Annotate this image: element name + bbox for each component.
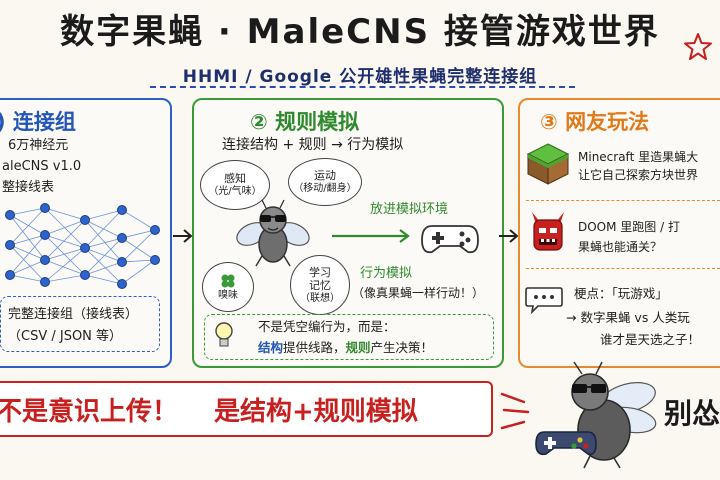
panel2-heading: ② 规则模拟 — [250, 110, 360, 134]
conclusion-part-1: 不是意识上传！ — [0, 397, 179, 427]
rule-note-line-2: 结构提供线路，规则产生决策！ — [258, 338, 433, 357]
minecraft-block-icon — [526, 143, 570, 185]
bubble-memory-line-2: 记忆 — [309, 278, 331, 292]
connectome-file-box — [0, 296, 160, 352]
bubble-sense: 感知 （光/气味） — [200, 160, 270, 210]
panel3-divider-2 — [526, 268, 720, 269]
behavior-title: 行为模拟 — [360, 266, 413, 281]
doom-line-1: DOOM 里跑图 / 打 — [578, 220, 680, 234]
gamepad-icon — [421, 225, 479, 254]
conclusion-part-2: 是结构+规则模拟 — [214, 397, 418, 427]
panel1-line-3: 整接线表 — [2, 180, 55, 195]
connectome-file-line-1: 完整连接组（接线表） — [8, 307, 139, 322]
meme-line-1: 梗点：「玩游戏」 — [574, 286, 668, 301]
panel1-heading: ) 连接组 — [0, 110, 76, 134]
panel3-heading: ③ 网友玩法 — [540, 110, 650, 134]
doom-demon-icon — [532, 212, 564, 251]
meme-line-2: → 数字果蝇 vs 人类玩 — [566, 310, 690, 325]
minecraft-line-1: Minecraft 里造果蝇大 — [578, 150, 699, 164]
arrow-right-green-icon — [332, 229, 410, 243]
subtitle-underline — [150, 86, 575, 88]
panel1-line-1: 6万神经元 — [8, 138, 69, 153]
connectome-file-line-2: （CSV / JSON 等） — [8, 329, 123, 344]
bubble-memory-line-3: （联想） — [300, 292, 340, 304]
corner-text: 别怂 — [664, 397, 720, 430]
minecraft-line-2: 让它自己探索方块世界 — [578, 168, 699, 182]
panel3-divider-1 — [526, 200, 720, 201]
arrow-right-icon — [173, 229, 193, 243]
rule-note-line-1: 不是凭空编行为，而是： — [258, 319, 396, 334]
neural-network-illustration — [5, 203, 160, 289]
page-title: 数字果蝇 · MaleCNS 接管游戏世界 — [60, 12, 660, 52]
bubble-sense-title: 感知 — [224, 172, 246, 185]
rule-note-structure-text: 提供线路， — [283, 340, 346, 355]
rule-note-structure: 结构 — [258, 340, 284, 355]
speech-bubble-icon — [525, 287, 563, 315]
rule-note-rule: 规则 — [345, 340, 371, 355]
behavior-subtitle: （像真果蝇一样行动！） — [352, 286, 485, 300]
arrow-label-simulation: 放进模拟环境 — [370, 202, 449, 217]
meme-line-3: 谁才是天选之子！ — [600, 332, 701, 347]
bubble-move-sub: （移动/翻身） — [293, 183, 357, 194]
conclusion-banner — [0, 381, 493, 437]
fly-gamer-illustration — [535, 361, 657, 469]
rule-note-box — [204, 314, 494, 360]
fly-sunglasses-illustration — [236, 199, 310, 267]
panel1-line-2: aleCNS v1.0 — [2, 159, 82, 174]
bubble-memory: 学习 记忆 （联想） — [290, 255, 350, 315]
bubble-sense-sub: （光/气味） — [208, 186, 262, 197]
page-subtitle: HHMI / Google 公开雄性果蝇完整连接组 — [182, 67, 538, 87]
emphasis-strokes-icon — [500, 392, 530, 430]
arrow-right-icon-2 — [499, 229, 519, 243]
bubble-smell-label: 嗅味 — [218, 289, 238, 301]
bubble-move-title: 运动 — [314, 169, 336, 182]
panel2-formula: 连接结构 + 规则 → 行为模拟 — [222, 137, 404, 153]
bubble-memory-line-1: 学习 — [309, 265, 331, 279]
star-icon — [684, 33, 712, 60]
doom-line-2: 果蝇也能通关？ — [578, 240, 663, 254]
bubble-move: 运动 （移动/翻身） — [288, 158, 362, 206]
clover-icon — [221, 274, 235, 287]
bubble-smell: 嗅味 — [202, 262, 254, 312]
lightbulb-icon — [215, 322, 233, 347]
rule-note-rule-text: 产生决策！ — [370, 340, 434, 355]
